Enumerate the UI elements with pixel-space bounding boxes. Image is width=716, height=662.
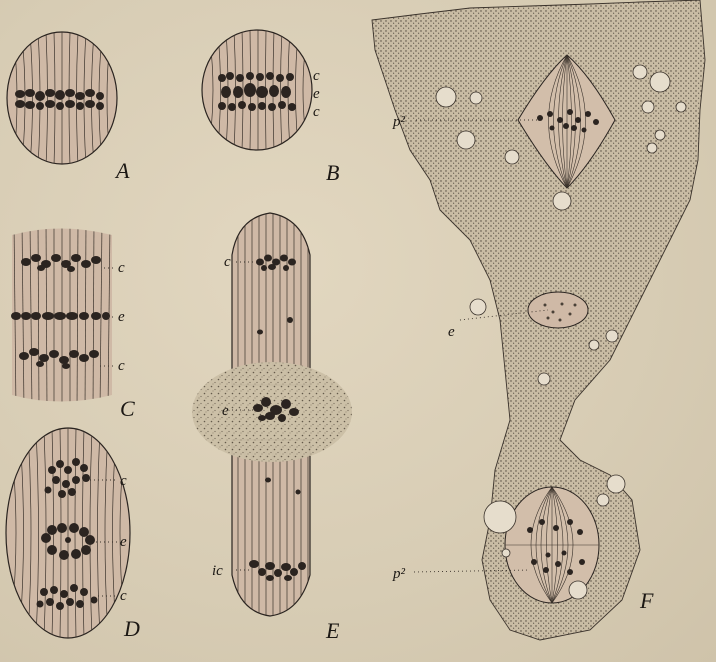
figure-f-label-e: e (448, 324, 455, 340)
figure-f-nucleus (528, 292, 588, 328)
figure-d-label: D (123, 616, 140, 641)
figure-f-cell (372, 0, 705, 640)
figure-c-label-c-top: c (118, 260, 125, 276)
figure-e-cell (192, 210, 352, 620)
figure-f-label: F (639, 588, 654, 613)
figure-a-label: A (114, 158, 130, 183)
figure-b-label: B (326, 160, 339, 185)
figure-e-label: E (325, 618, 340, 643)
figure-b-label-e: e (313, 86, 320, 102)
figure-d-label-c-bottom: c (120, 588, 127, 604)
figure-c-label-c-bottom: c (118, 358, 125, 374)
figure-d-label-e: e (120, 534, 127, 550)
figure-c-label-e: e (118, 309, 125, 325)
figure-b-cell (202, 30, 312, 150)
figure-f-label-p2-bottom: p² (392, 566, 406, 582)
figure-c-label: C (120, 396, 135, 421)
figure-e-label-c: c (224, 254, 231, 270)
figure-b-label-c-top: c (313, 68, 320, 84)
figure-e-label-e: e (222, 403, 229, 419)
figure-d-label-c-top: c (120, 473, 127, 489)
figure-f-label-p2-top: p² (392, 114, 406, 130)
figure-b-label-c-bottom: c (313, 104, 320, 120)
figure-e-label-ic: ic (212, 563, 223, 579)
figure-d-cell (6, 428, 130, 638)
figure-c-cell (11, 222, 116, 410)
figure-a-cell (7, 32, 117, 166)
